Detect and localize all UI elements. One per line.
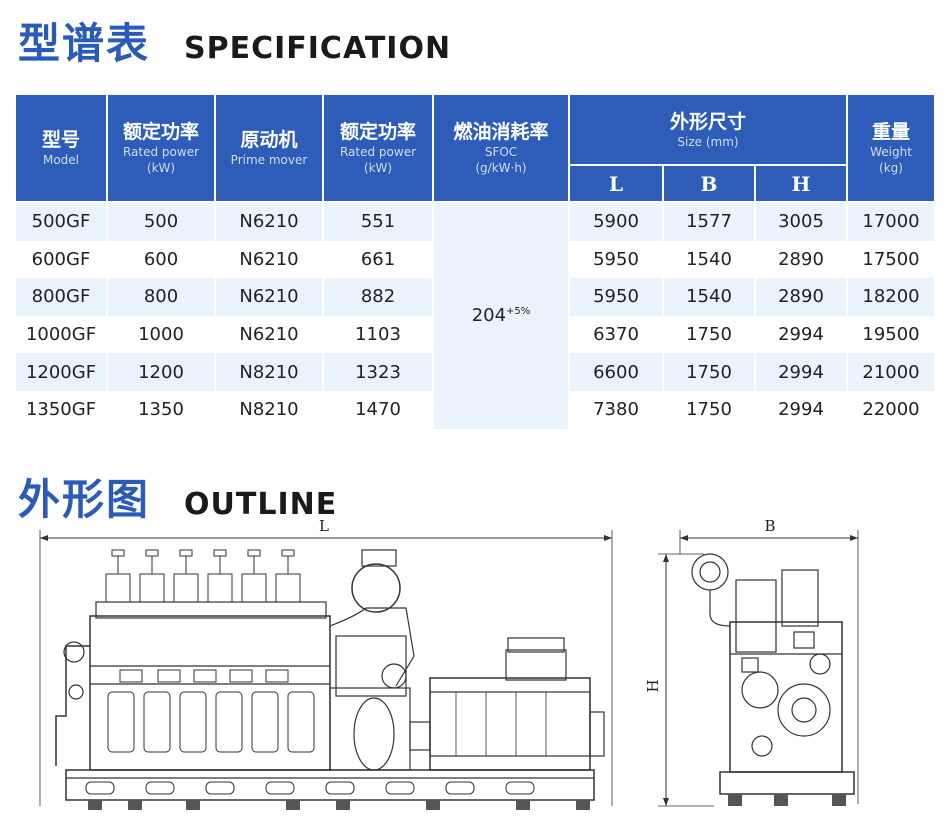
header-model-en: Model: [42, 153, 80, 167]
cell-l: 5900: [568, 202, 664, 241]
outline-heading-cn: 外形图: [18, 475, 151, 524]
cell-engine-power: 1103: [322, 315, 434, 354]
header-rated-power-cn: 额定功率: [122, 121, 199, 143]
cell-engine-power: 1470: [322, 390, 434, 429]
length-label: L: [319, 517, 329, 535]
header-engine-power: 额定功率 Rated power (kW): [322, 93, 434, 203]
header-prime-mover-en: Prime mover: [230, 153, 308, 167]
cell-h: 2890: [753, 240, 849, 279]
cell-mover: N8210: [214, 353, 324, 391]
header-size-en: Size (mm): [677, 134, 739, 149]
header-sfoc-cn: 燃油消耗率: [453, 121, 549, 143]
header-weight: 重量 Weight (kg): [846, 93, 937, 203]
header-engine-power-en: Rated power: [339, 145, 417, 159]
header-size-h: H: [753, 164, 849, 203]
table-row: 800GF 800 N6210 882 5950 1540 2890 18200: [14, 278, 937, 316]
spec-heading-en: SPECIFICATION: [184, 31, 452, 66]
header-sfoc-en: SFOC: [484, 145, 518, 159]
cell-mover: N8210: [214, 390, 324, 429]
header-size-cn: 外形尺寸: [670, 110, 747, 133]
table-row: 600GF 600 N6210 661 5950 1540 2890 17500: [14, 240, 937, 279]
height-label: H: [644, 679, 662, 692]
cell-engine-power: 551: [322, 202, 434, 241]
header-rated-power-unit: (kW): [146, 161, 176, 175]
header-engine-power-cn: 额定功率: [339, 121, 416, 143]
cell-mover: N6210: [214, 278, 324, 316]
header-size-l: L: [568, 164, 664, 203]
cell-power: 500: [106, 202, 216, 241]
cell-weight: 18200: [846, 278, 937, 316]
header-prime-mover-cn: 原动机: [240, 129, 298, 151]
header-size-b: B: [662, 164, 756, 203]
spec-heading-cn: 型谱表: [18, 19, 151, 68]
cell-weight: 17500: [846, 240, 937, 279]
sfoc-tolerance: +5%: [506, 306, 531, 318]
cell-engine-power: 661: [322, 240, 434, 279]
cell-l: 5950: [568, 240, 664, 279]
cell-model: 1000GF: [14, 315, 108, 354]
cell-h: 2994: [753, 353, 849, 391]
cell-power: 600: [106, 240, 216, 279]
cell-b: 1540: [662, 278, 756, 316]
cell-b: 1750: [662, 390, 756, 429]
cell-mover: N6210: [214, 202, 324, 241]
cell-l: 6370: [568, 315, 664, 354]
header-sfoc: 燃油消耗率 SFOC (g/kW·h): [432, 93, 570, 203]
cell-mover: N6210: [214, 315, 324, 354]
cell-weight: 21000: [846, 353, 937, 391]
cell-b: 1750: [662, 315, 756, 354]
table-row: 1200GF 1200 N8210 1323 6600 1750 2994 21…: [14, 353, 937, 391]
cell-l: 5950: [568, 278, 664, 316]
cell-sfoc: 204+5%: [432, 202, 570, 429]
cell-l: 6600: [568, 353, 664, 391]
cell-model: 1350GF: [14, 390, 108, 429]
cell-power: 800: [106, 278, 216, 316]
cell-power: 1000: [106, 315, 216, 354]
cell-h: 2890: [753, 278, 849, 316]
header-rated-power-en: Rated power: [122, 145, 200, 159]
header-model-cn: 型号: [41, 129, 80, 151]
spec-heading: 型谱表 SPECIFICATION: [18, 10, 451, 71]
cell-engine-power: 1323: [322, 353, 434, 391]
outline-heading: 外形图 OUTLINE: [18, 466, 337, 527]
cell-h: 3005: [753, 202, 849, 241]
cell-l: 7380: [568, 390, 664, 429]
cell-weight: 22000: [846, 390, 937, 429]
side-view-drawing: L: [36, 516, 620, 820]
cell-engine-power: 882: [322, 278, 434, 316]
header-weight-unit: (kg): [879, 161, 903, 175]
cell-h: 2994: [753, 390, 849, 429]
cell-power: 1200: [106, 353, 216, 391]
cell-weight: 19500: [846, 315, 937, 354]
width-label: B: [764, 517, 775, 535]
table-row: 1000GF 1000 N6210 1103 6370 1750 2994 19…: [14, 315, 937, 354]
table-row: 1350GF 1350 N8210 1470 7380 1750 2994 22…: [14, 390, 937, 429]
cell-power: 1350: [106, 390, 216, 429]
cell-h: 2994: [753, 315, 849, 354]
header-weight-en: Weight: [870, 145, 912, 159]
cell-b: 1577: [662, 202, 756, 241]
cell-model: 600GF: [14, 240, 108, 279]
header-prime-mover: 原动机 Prime mover: [214, 93, 324, 203]
cell-model: 500GF: [14, 202, 108, 241]
header-sfoc-unit: (g/kW·h): [475, 161, 527, 175]
header-size: 外形尺寸 Size (mm): [567, 92, 849, 167]
cell-model: 800GF: [14, 278, 108, 316]
header-weight-cn: 重量: [872, 121, 911, 143]
spec-table: 型号 Model 额定功率 Rated power (kW) 原动机 Prime…: [14, 92, 937, 429]
outline-heading-en: OUTLINE: [184, 487, 338, 522]
front-view-drawing: B H: [644, 514, 870, 820]
sfoc-value: 204: [471, 305, 507, 327]
cell-mover: N6210: [214, 240, 324, 279]
table-row: 500GF 500 N6210 551 204+5% 5900 1577 300…: [14, 202, 937, 429]
cell-weight: 17000: [846, 202, 937, 241]
header-model: 型号 Model: [14, 93, 108, 203]
header-rated-power: 额定功率 Rated power (kW): [106, 93, 216, 203]
header-engine-power-unit: (kW): [363, 161, 393, 175]
cell-b: 1750: [662, 353, 756, 391]
cell-model: 1200GF: [14, 353, 108, 391]
cell-b: 1540: [662, 240, 756, 279]
